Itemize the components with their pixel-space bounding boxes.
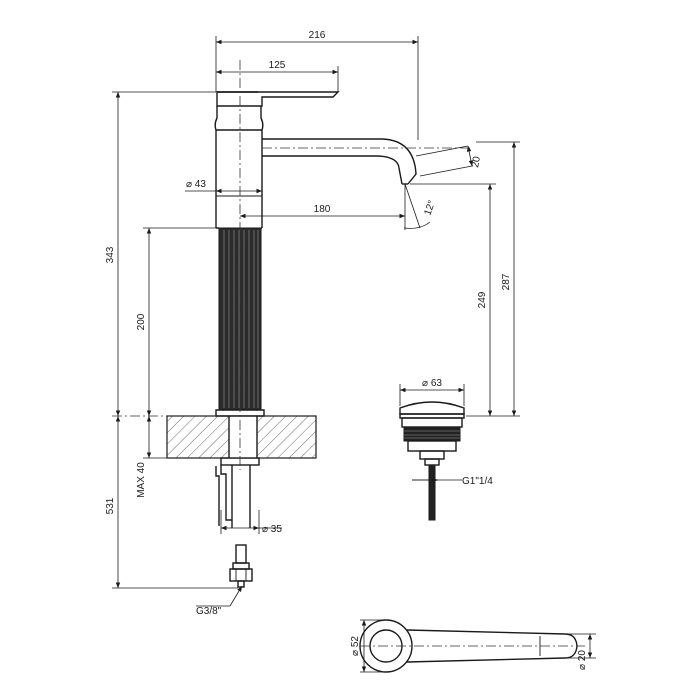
- dim-249: 249: [477, 291, 488, 308]
- thread-g38-label: G3/8": [196, 606, 222, 617]
- dimension-labels: 216 125 343 ⌀ 43 180 20 12° 200 249 287 …: [105, 30, 588, 670]
- dim-287: 287: [501, 273, 512, 290]
- dim-531: 531: [105, 497, 116, 514]
- dim-216: 216: [309, 30, 326, 41]
- dim-35: ⌀ 35: [262, 524, 282, 535]
- dim-343: 343: [105, 246, 116, 263]
- dim-12-degrees: 12°: [422, 199, 438, 217]
- faucet-body: [214, 91, 417, 588]
- dim-63: ⌀ 63: [422, 378, 442, 389]
- countertop-section: [112, 415, 317, 459]
- drain-assembly: [399, 401, 465, 521]
- top-view-handle: [359, 619, 585, 673]
- dim-max-40: MAX 40: [136, 462, 147, 498]
- dim-43: ⌀ 43: [186, 179, 206, 190]
- dim-200: 200: [136, 313, 147, 330]
- dim-20-top: ⌀ 20: [577, 650, 588, 670]
- dim-180: 180: [314, 204, 331, 215]
- dimension-lines: [112, 36, 596, 673]
- dim-125: 125: [269, 60, 286, 71]
- dim-20-spout: 20: [470, 155, 483, 168]
- dim-52: ⌀ 52: [350, 636, 361, 656]
- thread-g1-1-4-label: G1"1/4: [462, 476, 493, 487]
